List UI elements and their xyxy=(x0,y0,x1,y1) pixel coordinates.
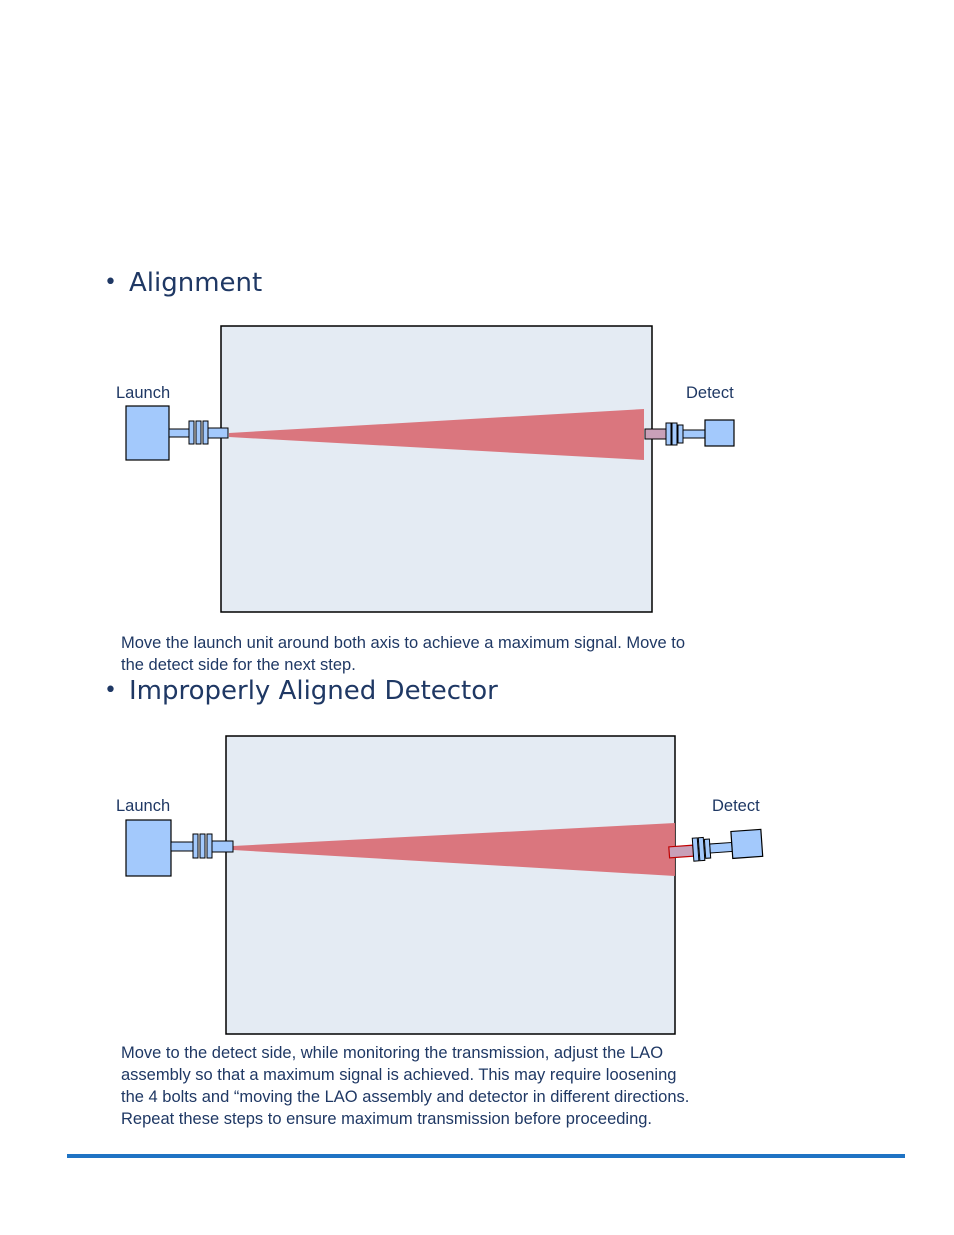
footer-divider xyxy=(67,1154,905,1158)
bullet: • xyxy=(104,678,117,703)
detect-label: Detect xyxy=(686,384,734,402)
caption-line: assembly so that a maximum signal is ach… xyxy=(121,1066,677,1084)
detect-unit xyxy=(668,828,764,862)
caption-line: Move the launch unit around both axis to… xyxy=(121,634,686,652)
section-heading-improper-alignment: • Improperly Aligned Detector xyxy=(104,676,498,706)
bullet: • xyxy=(104,270,117,295)
chamber xyxy=(220,325,653,613)
improper-alignment-diagram xyxy=(125,735,764,1035)
detect-label: Detect xyxy=(712,797,760,815)
section-heading-alignment: • Alignment xyxy=(104,268,262,298)
laser-beam xyxy=(233,823,675,876)
launch-unit xyxy=(125,819,234,877)
heading-text: Improperly Aligned Detector xyxy=(128,676,498,706)
caption-line: the detect side for the next step. xyxy=(121,656,356,674)
detect-unit xyxy=(644,419,735,447)
alignment-diagram xyxy=(125,325,735,613)
launch-label: Launch xyxy=(116,384,171,402)
caption-line: the 4 bolts and “moving the LAO assembly… xyxy=(121,1088,690,1106)
caption-line: Move to the detect side, while monitorin… xyxy=(121,1044,664,1062)
alignment-caption: Move the launch unit around both axis to… xyxy=(121,632,685,676)
chamber xyxy=(225,735,676,1035)
caption-line: Repeat these steps to ensure maximum tra… xyxy=(121,1110,653,1128)
launch-label: Launch xyxy=(116,797,171,815)
laser-beam xyxy=(229,409,644,460)
launch-unit xyxy=(125,405,229,461)
heading-text: Alignment xyxy=(128,268,263,298)
improper-alignment-caption: Move to the detect side, while monitorin… xyxy=(121,1042,689,1130)
